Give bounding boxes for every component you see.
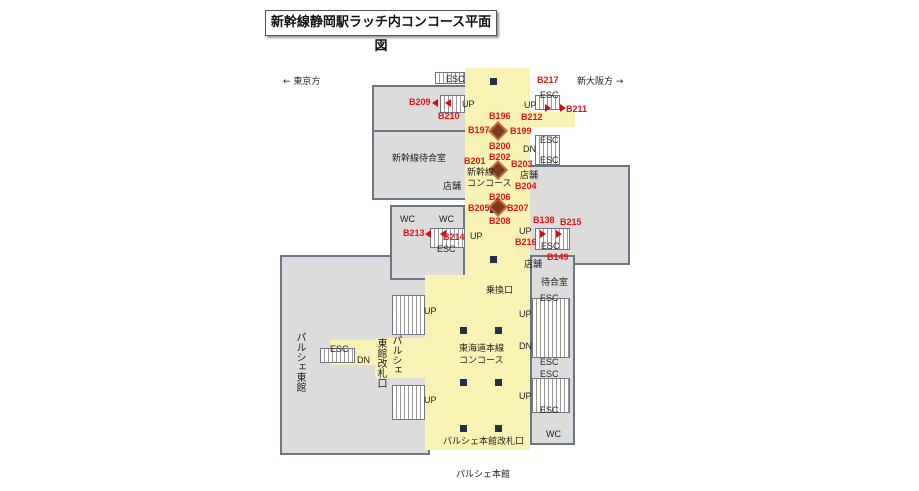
marker-b199: B199 [510,126,532,136]
marker-b208: B208 [489,216,511,226]
stairs [392,295,425,335]
arrow-right-icon [545,104,551,112]
sign-esc: ESC [541,241,560,251]
arrow-left-icon [432,99,438,107]
pillar [490,78,497,85]
label-tokaido-concourse: 東海道本線 [459,343,505,353]
pillar [495,425,502,432]
label-transfer-gate: 乗換口 [486,285,514,295]
label-shinkansen-concourse: コンコース [467,178,512,188]
marker-b149: B149 [547,252,569,262]
arrow-right-icon [560,104,566,112]
pillar [460,327,467,334]
stairs [532,378,570,413]
shinkansen-waiting-room [372,130,470,200]
sign-esc: ESC [446,74,465,84]
marker-b210: B210 [438,111,460,121]
marker-b212: B212 [521,112,543,122]
arrow-right-icon [556,230,562,238]
marker-b207: B207 [507,203,529,213]
sign-esc: ESC [540,90,559,100]
label-parche-east: パルシェ東館 [294,332,305,392]
marker-b197: B197 [468,125,490,135]
sign-esc: ESC [540,405,559,415]
sign-up: UP [519,226,532,236]
stairs [535,135,560,165]
arrow-left-icon [440,230,446,238]
stairs [532,298,570,358]
marker-b214: B214 [443,232,465,242]
pillar [460,425,467,432]
sign-esc: ESC [437,244,456,254]
marker-b138: B138 [533,215,555,225]
label-wc: WC [400,214,415,224]
direction-shin-osaka: 新大阪方 → [577,77,624,87]
sign-up: UP [519,391,532,401]
stairs [392,385,425,420]
sign-esc: ESC [540,135,559,145]
sign-esc: ESC [540,357,559,367]
sign-esc: ESC [540,155,559,165]
sign-dn: DN [357,355,370,365]
pillar [490,256,497,263]
label-tokaido-concourse: コンコース [459,355,504,365]
sign-up: UP [462,99,475,109]
label-parche-east-gate: パルシェ [390,335,401,375]
tokaido-concourse [425,275,530,450]
label-wc: WC [439,214,454,224]
sign-up: UP [519,309,532,319]
stairs [430,228,465,248]
marker-b196: B196 [489,111,511,121]
arrow-left-icon [425,230,431,238]
arrow-left-icon [445,99,451,107]
label-shop: 店舗 [443,181,462,191]
label-parche-east-gate: 東館改札口 [375,338,386,388]
marker-b203: B203 [511,159,533,169]
sign-up: UP [524,100,537,110]
escalator [435,72,465,84]
marker-b217: B217 [537,75,559,85]
label-shinkansen-waiting: 新幹線待合室 [392,153,447,163]
concourse-east-arm [530,112,575,127]
marker-b209: B209 [409,97,431,107]
marker-b201: B201 [464,156,486,166]
marker-b206: B206 [489,192,511,202]
sign-up: UP [470,231,483,241]
marker-b216: B216 [515,237,537,247]
marker-b205: B205 [468,203,490,213]
marker-b204: B204 [515,181,537,191]
label-shop: 店舗 [520,170,539,180]
sign-dn: DN [523,144,536,154]
sign-up: UP [424,306,437,316]
page-title: 新幹線静岡駅ラッチ内コンコース平面図 [265,10,497,54]
sign-dn: DN [519,341,532,351]
label-wc: WC [546,429,561,439]
pillar [460,379,467,386]
label-waiting-room: 待合室 [541,277,569,287]
escalator [320,348,355,363]
pillar [495,379,502,386]
label-shinkansen-concourse: 新幹線 [467,167,495,177]
sign-esc: ESC [540,293,559,303]
label-parche-main: パルシェ本館 [456,469,511,479]
label-parche-main-gate: パルシェ本館改札口 [443,436,525,446]
label-shop: 店舗 [524,259,543,269]
sign-esc: ESC [540,369,559,379]
marker-b215: B215 [560,217,582,227]
parche-east-gate-area [375,338,430,378]
marker-b213: B213 [403,228,425,238]
arrow-right-icon [540,230,546,238]
pillar [495,327,502,334]
sign-up: UP [424,395,437,405]
marker-b202: B202 [489,152,511,162]
sign-esc: ESC [330,344,349,354]
marker-b200: B200 [489,141,511,151]
marker-b211: B211 [566,104,588,114]
direction-tokyo: ← 東京方 [283,77,321,87]
